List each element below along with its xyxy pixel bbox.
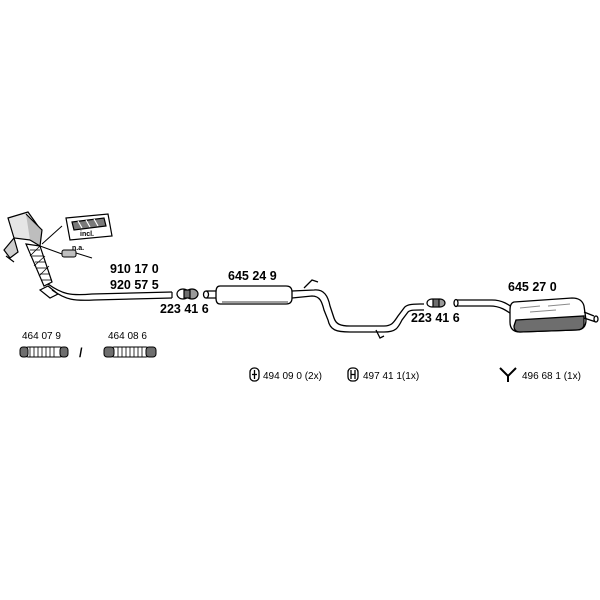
- accessory-3-part-number: 496 68 1 (1x): [522, 371, 581, 382]
- accessory-1-part-number: 494 09 0 (2x): [263, 371, 322, 382]
- not-available-label: n.a.: [72, 245, 84, 252]
- lambda-sensor-icon: [39, 225, 93, 259]
- included-label: incl.: [80, 231, 94, 238]
- catalytic-converter-part-number-2: 920 57 5: [110, 278, 159, 292]
- included-parts-box: [65, 213, 113, 241]
- center-muffler: [202, 279, 424, 339]
- clamp-front-icon: [176, 288, 199, 300]
- clamp-front-part-number: 223 41 6: [160, 302, 209, 316]
- flex-pipe-2-part-number: 464 08 6: [108, 331, 147, 342]
- rubber-mount-icon: [249, 367, 260, 382]
- rear-muffler: [453, 297, 599, 333]
- flex-pipe-2: [103, 346, 157, 358]
- y-bracket-icon: [499, 367, 517, 382]
- clamp-rear-icon: [426, 298, 446, 308]
- accessory-2-part-number: 497 41 1(1x): [363, 371, 419, 382]
- flex-pipe-1: [19, 346, 69, 358]
- flex-pipe-separator: /: [79, 346, 83, 360]
- catalytic-converter-part-number-1: 910 17 0: [110, 262, 159, 276]
- flex-pipe-1-part-number: 464 07 9: [22, 331, 61, 342]
- hanger-mount-icon: [347, 367, 359, 382]
- catalytic-converter-assembly: [3, 211, 173, 301]
- center-muffler-part-number: 645 24 9: [228, 269, 277, 283]
- rear-muffler-part-number: 645 27 0: [508, 280, 557, 294]
- clamp-rear-part-number: 223 41 6: [411, 311, 460, 325]
